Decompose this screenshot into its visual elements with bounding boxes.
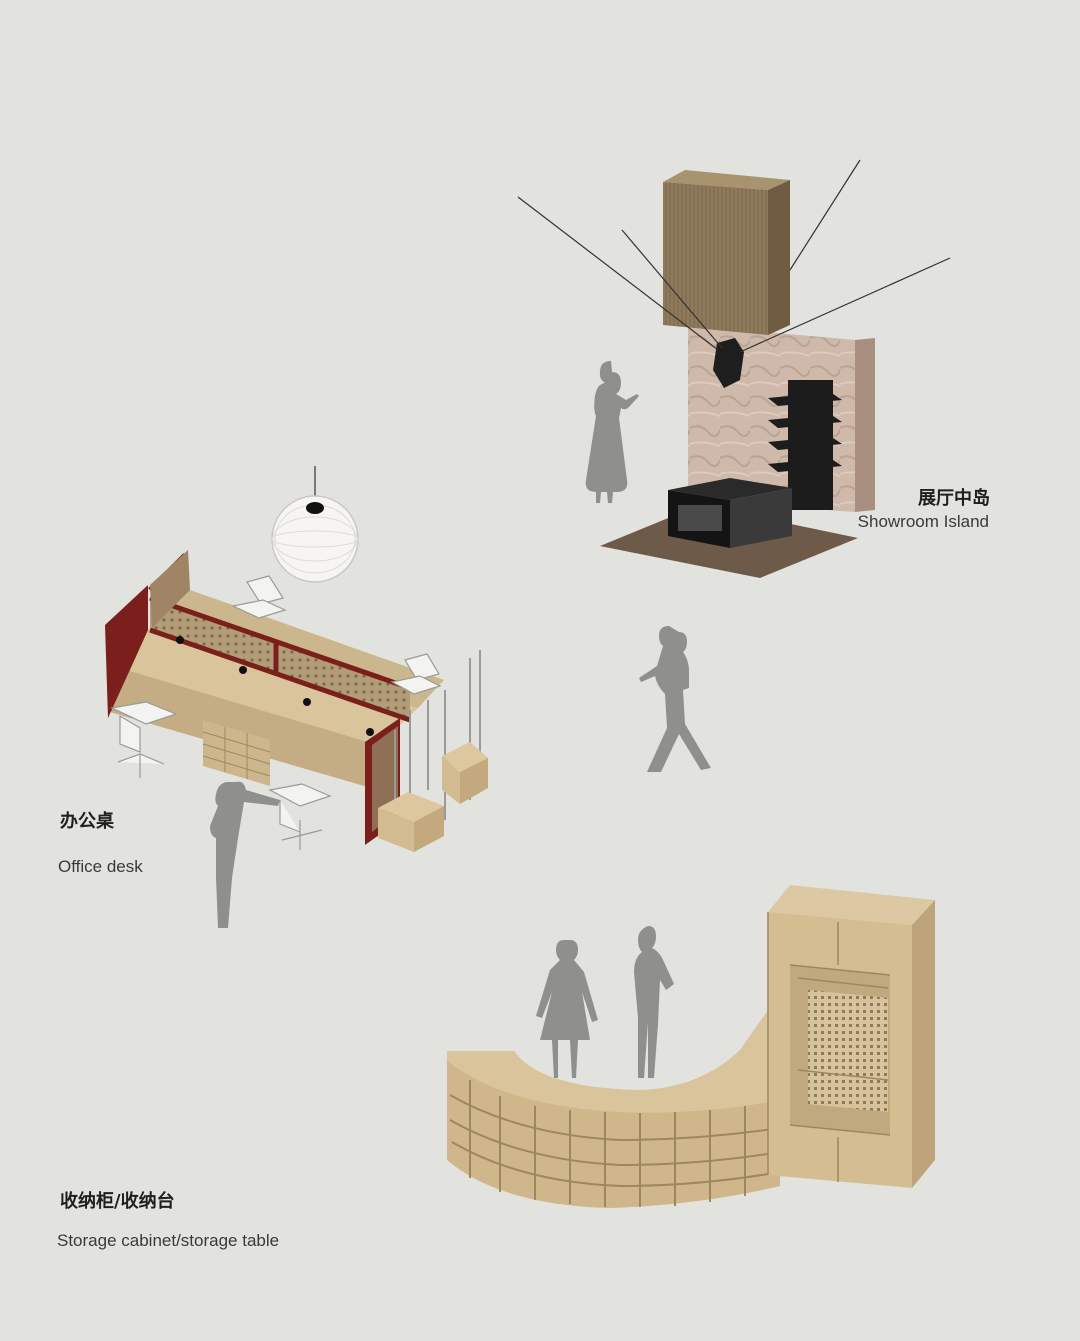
leaning-man-figure [210, 781, 280, 928]
tall-cabinet-top [768, 885, 935, 925]
tall-cabinet-side [912, 900, 935, 1188]
office-desk-label: 办公桌 Office desk [58, 810, 143, 876]
end-panel-left [105, 585, 148, 718]
hanging-stone [713, 338, 744, 388]
black-console-table [668, 478, 792, 548]
showroom-island-illustration [517, 159, 951, 578]
office-desk-illustration [105, 466, 488, 928]
perforated-screen [808, 990, 888, 1112]
shelf-cubbies [449, 1080, 781, 1207]
privacy-screen-left [150, 598, 275, 672]
suspension-wires [517, 159, 951, 353]
end-panel-back [150, 550, 190, 628]
privacy-screen-right [278, 641, 410, 720]
curved-counter-top [447, 1000, 790, 1113]
woman-figure [536, 940, 598, 1078]
black-shelf-unit [768, 380, 842, 510]
lamp-cap [306, 502, 324, 514]
storage-title-zh: 收纳柜/收纳台 [60, 1190, 175, 1212]
storage-label: 收纳柜/收纳台 Storage cabinet/storage table [57, 1190, 279, 1250]
showroom-title-en: Showroom Island [858, 512, 989, 531]
office-desk-title-zh: 办公桌 [60, 810, 115, 832]
storage-cabinet-illustration [447, 885, 935, 1208]
office-chairs [110, 575, 442, 850]
standing-woman-figure [585, 361, 639, 503]
showroom-label: 展厅中岛 Showroom Island [858, 487, 990, 531]
drawer-units [202, 720, 271, 786]
storage-title-en: Storage cabinet/storage table [57, 1231, 279, 1250]
rolling-storage-carts [378, 650, 488, 852]
showroom-title-zh: 展厅中岛 [918, 487, 990, 509]
desk-front-face [110, 665, 378, 790]
desk-grommets [176, 636, 374, 736]
stone-wall-side [855, 338, 875, 512]
reclaimed-wood-block [663, 170, 790, 335]
curved-shelf-front [447, 1060, 780, 1208]
office-desk-title-en: Office desk [58, 857, 143, 876]
man-figure [634, 926, 674, 1078]
walking-man-figure [639, 626, 711, 772]
desk-top [110, 628, 418, 745]
